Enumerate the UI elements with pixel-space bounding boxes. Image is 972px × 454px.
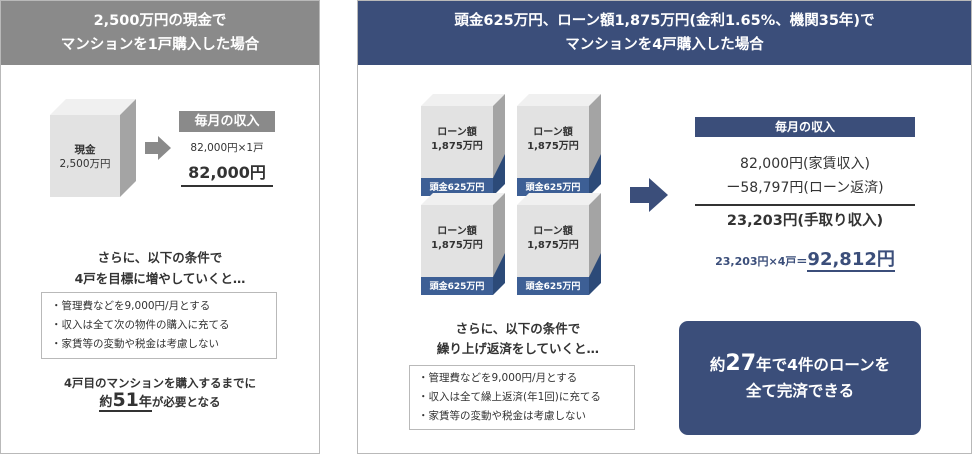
loan-cube-amount: 1,875万円 (527, 240, 579, 251)
loan-cube: ローン額 1,875万円 頭金625万円 (421, 94, 505, 196)
condition-intro-line-1: さらに、以下の条件で (97, 250, 223, 265)
loan-repayment: ー58,797円(ローン返済) (726, 180, 884, 196)
loan-cube: ローン額 1,875万円 頭金625万円 (517, 94, 601, 196)
result-years: 27 (725, 351, 757, 376)
deposit-label: 頭金625万円 (429, 183, 485, 193)
cash-scenario-panel: 2,500万円の現金で マンションを1戸購入した場合 現金 2,500万円 毎月… (0, 0, 320, 454)
result-line-1: 約27年で4件のローンを (679, 351, 921, 378)
condition-intro-line-2: 4戸を目標に増やしていくと… (74, 271, 246, 286)
result-suffix: が必要となる (151, 395, 221, 409)
loan-cube-shape (421, 193, 505, 295)
total-calculation: 23,203円×4戸＝92,812円 (695, 245, 915, 272)
condition-intro-line-1: さらに、以下の条件で (455, 321, 581, 336)
result-suffix: で4件のローンを (771, 356, 891, 374)
loan-cube-label: ローン額 (437, 127, 477, 138)
loan-cube: ローン額 1,875万円 頭金625万円 (421, 193, 505, 295)
arrow-right-icon (145, 136, 171, 160)
income-breakdown: 82,000円(家賃収入) ー58,797円(ローン返済) (695, 152, 915, 200)
header-line-1: 2,500万円の現金で (93, 13, 227, 29)
deposit-label: 頭金625万円 (525, 183, 581, 193)
conditions-box: ・管理費などを9,000円/月とする ・収入は全て次の物件の購入に充てる ・家賃… (41, 292, 277, 359)
condition-item: ・家賃等の変動や税金は考慮しない (51, 338, 219, 350)
arrow-right-icon (630, 178, 668, 212)
result-unit: 年 (756, 356, 772, 374)
loan-cube-shape (421, 94, 505, 196)
loan-cube-shape (517, 193, 601, 295)
calc-total: 92,812円 (807, 249, 895, 272)
header-line-2: マンションを4戸購入した場合 (565, 37, 764, 53)
net-income: 23,203円(手取り収入) (726, 213, 884, 229)
result-line-2: 全て完済できる (745, 382, 855, 400)
cash-cube: 現金 2,500万円 (50, 99, 136, 197)
condition-intro: さらに、以下の条件で 繰り上げ返済をしていくと… (408, 319, 628, 359)
monthly-income-tag: 毎月の収入 (179, 111, 275, 132)
condition-item: ・収入は全て繰上返済(年1回)に充てる (418, 391, 601, 403)
sum-divider (695, 204, 915, 206)
conditions-box: ・管理費などを9,000円/月とする ・収入は全て繰上返済(年1回)に充てる ・… (409, 365, 635, 430)
cash-cube-shape (50, 99, 136, 197)
header-line-2: マンションを1戸購入した場合 (60, 37, 260, 53)
result-prefix: 約 (99, 395, 113, 410)
cash-cube-label: 現金 (74, 144, 96, 156)
result-line-2: 約51年が必要となる (1, 389, 319, 412)
condition-item: ・家賃等の変動や税金は考慮しない (418, 410, 586, 422)
condition-intro-line-2: 繰り上げ返済をしていくと… (436, 341, 600, 356)
condition-item: ・管理費などを9,000円/月とする (418, 372, 578, 384)
result-prefix: 約 (709, 356, 726, 374)
loan-cube-shape (517, 94, 601, 196)
condition-intro: さらに、以下の条件で 4戸を目標に増やしていくと… (1, 247, 319, 289)
loan-scenario-header: 頭金625万円、ローン額1,875万円(金利1.65%、機関35年)で マンショ… (358, 1, 971, 65)
calc-prefix: 23,203円×4戸＝ (715, 255, 808, 268)
condition-item: ・管理費などを9,000円/月とする (51, 300, 211, 312)
rent-income: 82,000円(家賃収入) (740, 156, 870, 172)
loan-cube: ローン額 1,875万円 頭金625万円 (517, 193, 601, 295)
loan-cube-label: ローン額 (533, 127, 573, 138)
loan-cube-label: ローン額 (437, 226, 477, 237)
deposit-label: 頭金625万円 (429, 282, 485, 292)
income-calculation: 82,000円×1戸 (190, 142, 264, 154)
monthly-income-tag: 毎月の収入 (695, 117, 915, 137)
income-total: 82,000円 (181, 159, 273, 187)
result-unit: 年 (138, 395, 152, 410)
result-box: 約27年で4件のローンを 全て完済できる (679, 321, 921, 435)
loan-scenario-panel: 頭金625万円、ローン額1,875万円(金利1.65%、機関35年)で マンショ… (357, 0, 972, 454)
loan-cube-label: ローン額 (533, 226, 573, 237)
result-line-1: 4戸目のマンションを購入するまでに (64, 376, 256, 390)
cash-cube-amount: 2,500万円 (59, 158, 111, 170)
loan-cube-amount: 1,875万円 (431, 240, 483, 251)
cash-scenario-header: 2,500万円の現金で マンションを1戸購入した場合 (1, 1, 319, 65)
loan-cube-amount: 1,875万円 (527, 141, 579, 152)
loan-cube-amount: 1,875万円 (431, 141, 483, 152)
result-years: 51 (112, 389, 139, 411)
header-line-1: 頭金625万円、ローン額1,875万円(金利1.65%、機関35年)で (454, 13, 875, 29)
deposit-label: 頭金625万円 (525, 282, 581, 292)
condition-item: ・収入は全て次の物件の購入に充てる (51, 319, 230, 331)
